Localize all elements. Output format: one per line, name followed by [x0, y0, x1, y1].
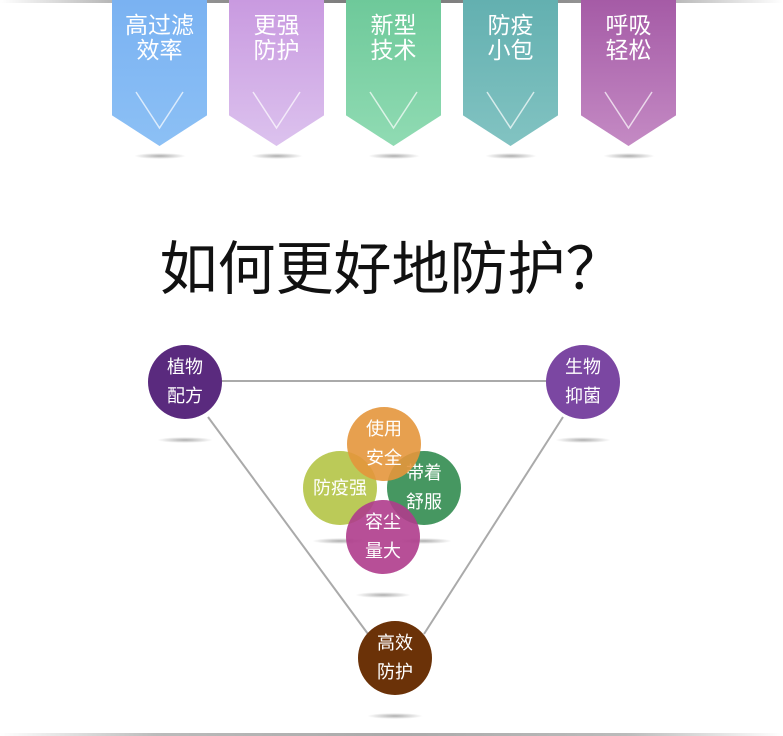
node-label-line2: 防护	[377, 662, 413, 683]
node-label-line2: 舒服	[406, 492, 442, 513]
banner-label-line2: 效率	[136, 38, 183, 64]
banner-label-line1: 防疫	[487, 13, 534, 39]
node-label-line2: 配方	[167, 386, 203, 407]
node-label-line1: 带着	[406, 463, 442, 484]
feature-banner: 高过滤效率	[112, 0, 207, 146]
bottom-divider	[0, 733, 783, 736]
feature-banner: 新型技术	[346, 0, 441, 146]
node-label-line1: 高效	[377, 633, 413, 654]
banner-label-line1: 呼吸	[605, 13, 652, 39]
chevron-down-icon	[486, 91, 535, 130]
circle-shadow	[312, 538, 368, 544]
chevron-down-icon	[604, 91, 653, 130]
diagram-node: 植物配方	[148, 345, 222, 419]
banner-label-line1: 新型	[370, 13, 417, 39]
diagram-node: 生物抑菌	[546, 345, 620, 419]
page-title: 如何更好地防护？	[159, 235, 624, 303]
feature-banner: 更强防护	[229, 0, 324, 146]
node-label-line2: 量大	[365, 541, 401, 562]
banner-label-line2: 技术	[370, 38, 417, 64]
banner-shadow	[368, 153, 420, 159]
diagram-node: 防疫强	[303, 451, 377, 525]
feature-banner: 呼吸轻松	[581, 0, 676, 146]
banner-shadow	[603, 153, 655, 159]
chevron-down-icon	[135, 91, 184, 130]
banner-label-line2: 轻松	[605, 38, 652, 64]
banner-label-line1: 高过滤	[125, 13, 194, 39]
line-right	[423, 416, 564, 635]
node-label-line1: 使用	[366, 419, 402, 440]
circle-shadow	[157, 437, 213, 443]
diagram-node: 高效防护	[358, 621, 432, 695]
node-label-line2: 安全	[366, 448, 402, 469]
banner-shadow	[251, 153, 303, 159]
circle-shadow	[367, 713, 423, 719]
node-label-line1: 生物	[565, 357, 601, 378]
chevron-down-icon	[252, 91, 301, 130]
banner-label-line1: 更强	[253, 13, 300, 39]
banner-label-line2: 小包	[487, 38, 534, 64]
diagram-node: 容尘量大	[346, 500, 420, 574]
node-label-line1: 防疫强	[313, 477, 367, 499]
node-label-line2: 抑菌	[565, 386, 601, 407]
banner-label-line2: 防护	[253, 38, 300, 64]
feature-banner: 防疫小包	[463, 0, 558, 146]
chevron-down-icon	[369, 91, 418, 130]
circle-shadow	[396, 538, 452, 544]
node-label-line1: 植物	[167, 357, 203, 378]
node-label-line1: 容尘	[365, 512, 401, 533]
circle-shadow	[355, 592, 411, 598]
banner-shadow	[134, 153, 186, 159]
banner-shadow	[485, 153, 537, 159]
diagram-node: 使用安全	[347, 407, 421, 481]
line-left	[207, 416, 369, 635]
circle-shadow	[555, 437, 611, 443]
